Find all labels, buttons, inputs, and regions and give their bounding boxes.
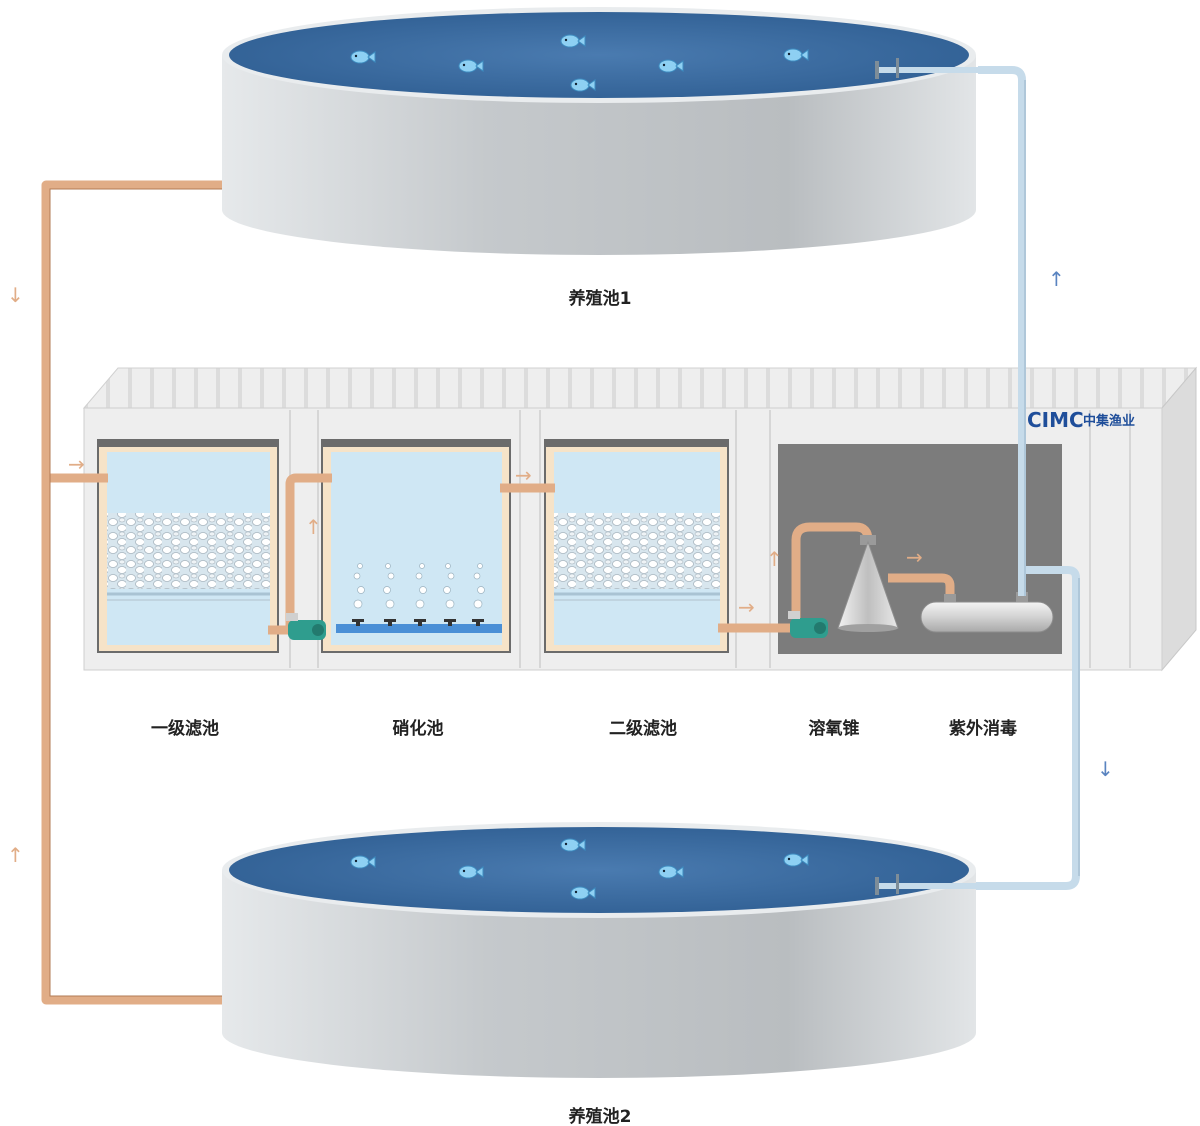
pump-1-riser-pipe bbox=[268, 473, 332, 635]
right-arrow-icon: → bbox=[68, 452, 85, 476]
tank-1-inlet-valve bbox=[896, 58, 899, 78]
tank-2-wall bbox=[222, 870, 976, 1078]
tank-2-label: 养殖池2 bbox=[568, 1106, 632, 1126]
tank-1-inlet-flange bbox=[875, 61, 879, 79]
filter-1-label: 一级滤池 bbox=[151, 718, 219, 739]
filter-media bbox=[107, 513, 270, 589]
inlet-pipes bbox=[41, 180, 955, 1005]
tank-drain-pipe bbox=[41, 180, 222, 1005]
pump-2 bbox=[788, 611, 828, 638]
brand-logo-cn: 中集渔业 bbox=[1083, 413, 1135, 429]
tank-2-inlet-valve bbox=[896, 874, 899, 894]
container-roof bbox=[82, 367, 1198, 409]
pump-1 bbox=[286, 613, 326, 640]
pump-2-riser-pipe bbox=[791, 522, 873, 618]
flow-arrows: ↓ ↑ → ↑ → → ↑ → ↑ ↓ bbox=[7, 267, 1114, 867]
tank-1-label: 养殖池1 bbox=[568, 288, 632, 309]
down-arrow-icon: ↓ bbox=[1097, 757, 1114, 781]
secondary-filter bbox=[544, 439, 729, 653]
tank-1-wall bbox=[222, 55, 976, 255]
breeding-tank-1 bbox=[222, 7, 978, 255]
up-arrow-icon: ↑ bbox=[305, 515, 322, 539]
oxygen-cone-label: 溶氧锥 bbox=[809, 718, 860, 739]
down-arrow-icon: ↓ bbox=[7, 283, 24, 307]
brand-logo: CIMC bbox=[1027, 408, 1084, 432]
cone-outlet-pipe bbox=[888, 573, 955, 600]
tank-1-inlet-pipe bbox=[878, 67, 978, 73]
breeding-tank-2 bbox=[222, 822, 978, 1078]
tank-2-inlet-pipe bbox=[878, 883, 978, 889]
up-arrow-icon: ↑ bbox=[766, 547, 783, 571]
uv-label: 紫外消毒 bbox=[949, 718, 1017, 739]
uv-sterilizer bbox=[920, 592, 1054, 633]
right-arrow-icon: → bbox=[906, 545, 923, 569]
return-pipe-to-tank-2 bbox=[900, 566, 1080, 890]
right-arrow-icon: → bbox=[515, 463, 532, 487]
tank-2-water bbox=[229, 827, 969, 913]
filter-media bbox=[554, 513, 720, 589]
tank-1-water bbox=[229, 12, 969, 98]
filter-2-label: 二级滤池 bbox=[609, 718, 677, 739]
up-arrow-icon: ↑ bbox=[1048, 267, 1065, 291]
return-pipe-shading bbox=[1024, 80, 1080, 876]
aeration-diffusers bbox=[352, 619, 484, 626]
nitrification-tank bbox=[321, 439, 511, 653]
nitrification-label: 硝化池 bbox=[393, 718, 444, 739]
aeration-bubbles bbox=[353, 563, 485, 609]
up-arrow-icon: ↑ bbox=[7, 843, 24, 867]
oxygen-cone bbox=[837, 535, 899, 632]
return-pipes bbox=[900, 66, 1080, 890]
primary-filter bbox=[97, 439, 279, 653]
tank-2-inlet-flange bbox=[875, 877, 879, 895]
inlet-pipe-shading bbox=[49, 188, 222, 997]
container-side bbox=[1161, 366, 1197, 672]
return-pipe-to-tank-1 bbox=[978, 66, 1026, 596]
aeration-pipe bbox=[336, 624, 502, 633]
right-arrow-icon: → bbox=[738, 595, 755, 619]
